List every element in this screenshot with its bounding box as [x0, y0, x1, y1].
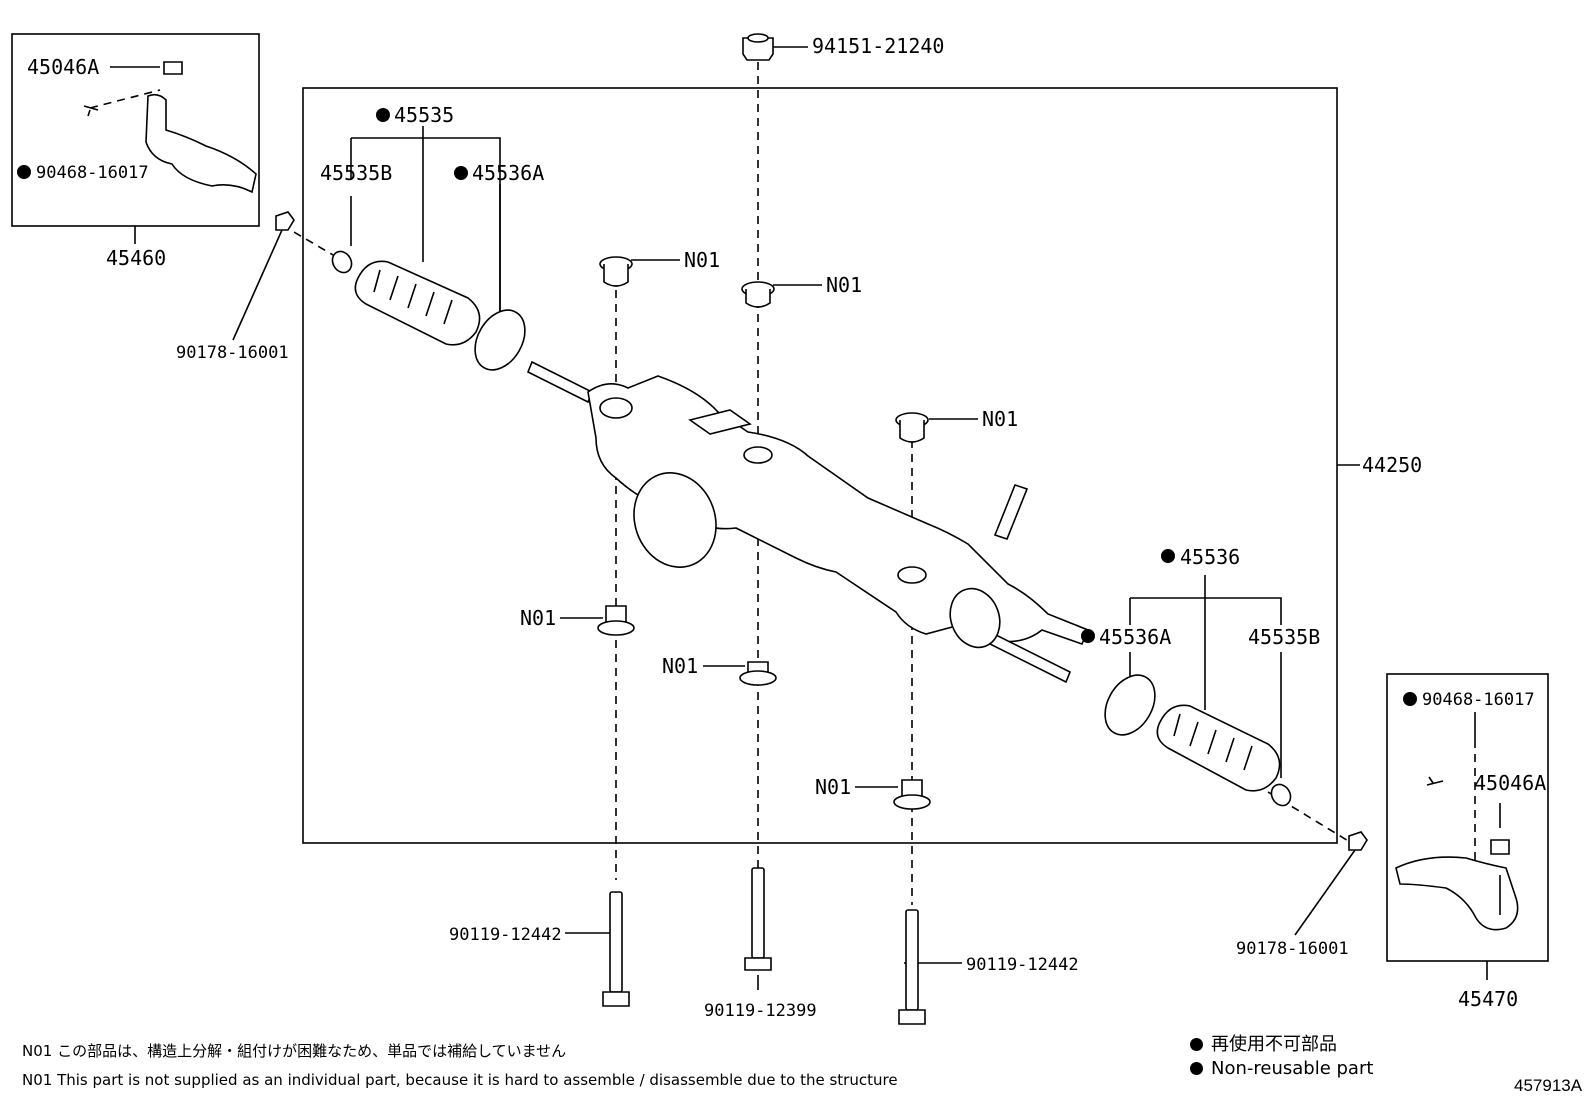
note-jp: N01 この部品は、構造上分解・組付けが困難なため、単品では補給していません: [22, 1042, 567, 1060]
legend-en-text: Non-reusable part: [1211, 1058, 1374, 1079]
label-n01-5: N01: [662, 654, 698, 678]
bullet-icon: [1190, 1062, 1203, 1075]
bolt-icon: [602, 867, 926, 1025]
label-cotter-pin-left: 90468-16017: [36, 163, 149, 183]
label-nut-left: 45046A: [27, 55, 99, 79]
label-tie-rod-end-right: 45470: [1458, 987, 1518, 1011]
bullet-icon: [1190, 1038, 1203, 1051]
label-n01-6: N01: [815, 775, 851, 799]
label-tie-rod-end-left: 45460: [106, 246, 166, 270]
label-n01-2: N01: [826, 273, 862, 297]
legend-en: Non-reusable part: [1190, 1058, 1373, 1079]
label-band-left: 45536A: [472, 161, 544, 185]
cotter-pin-icon: [83, 105, 1444, 786]
label-nut-right: 45046A: [1474, 771, 1546, 795]
label-clamp-left: 45535B: [320, 161, 392, 185]
diagram-id: 457913A: [1514, 1076, 1583, 1095]
steering-rack-icon: [526, 360, 1090, 684]
label-bolt-left: 90119-12442: [449, 925, 562, 945]
castle-nut-icon: [163, 61, 1510, 855]
legend-jp-text: 再使用不可部品: [1211, 1034, 1337, 1055]
boot-icon: [354, 260, 1281, 792]
collar-icon: [597, 256, 931, 810]
label-cotter-pin-right: 90468-16017: [1422, 690, 1535, 710]
legend-jp: 再使用不可部品: [1190, 1030, 1337, 1056]
label-boot-kit-right: 45536: [1180, 545, 1240, 569]
note-en: N01 This part is not supplied as an indi…: [22, 1071, 898, 1089]
band-icon: [474, 309, 1156, 736]
tie-rod-end-icon: [145, 93, 1519, 931]
label-n01-4: N01: [520, 606, 556, 630]
label-boot-kit-left: 45535: [394, 103, 454, 127]
label-lock-nut-right: 90178-16001: [1236, 939, 1349, 959]
label-bolt-right: 90119-12442: [966, 955, 1079, 975]
label-bolt-center: 90119-12399: [704, 1001, 817, 1021]
non-reusable-markers: [17, 108, 1417, 706]
label-nut-top: 94151-21240: [812, 34, 944, 58]
label-lock-nut-left: 90178-16001: [176, 343, 289, 363]
label-n01-1: N01: [684, 248, 720, 272]
clamp-icon: [331, 250, 1292, 807]
nut-icon: [742, 33, 774, 61]
label-rack-assembly: 44250: [1362, 453, 1422, 477]
label-clamp-right: 45535B: [1248, 625, 1320, 649]
tie-rod-right-frame: [1386, 673, 1549, 962]
label-band-right: 45536A: [1099, 625, 1171, 649]
label-n01-3: N01: [982, 407, 1018, 431]
lock-nut-icon: [275, 211, 1368, 851]
